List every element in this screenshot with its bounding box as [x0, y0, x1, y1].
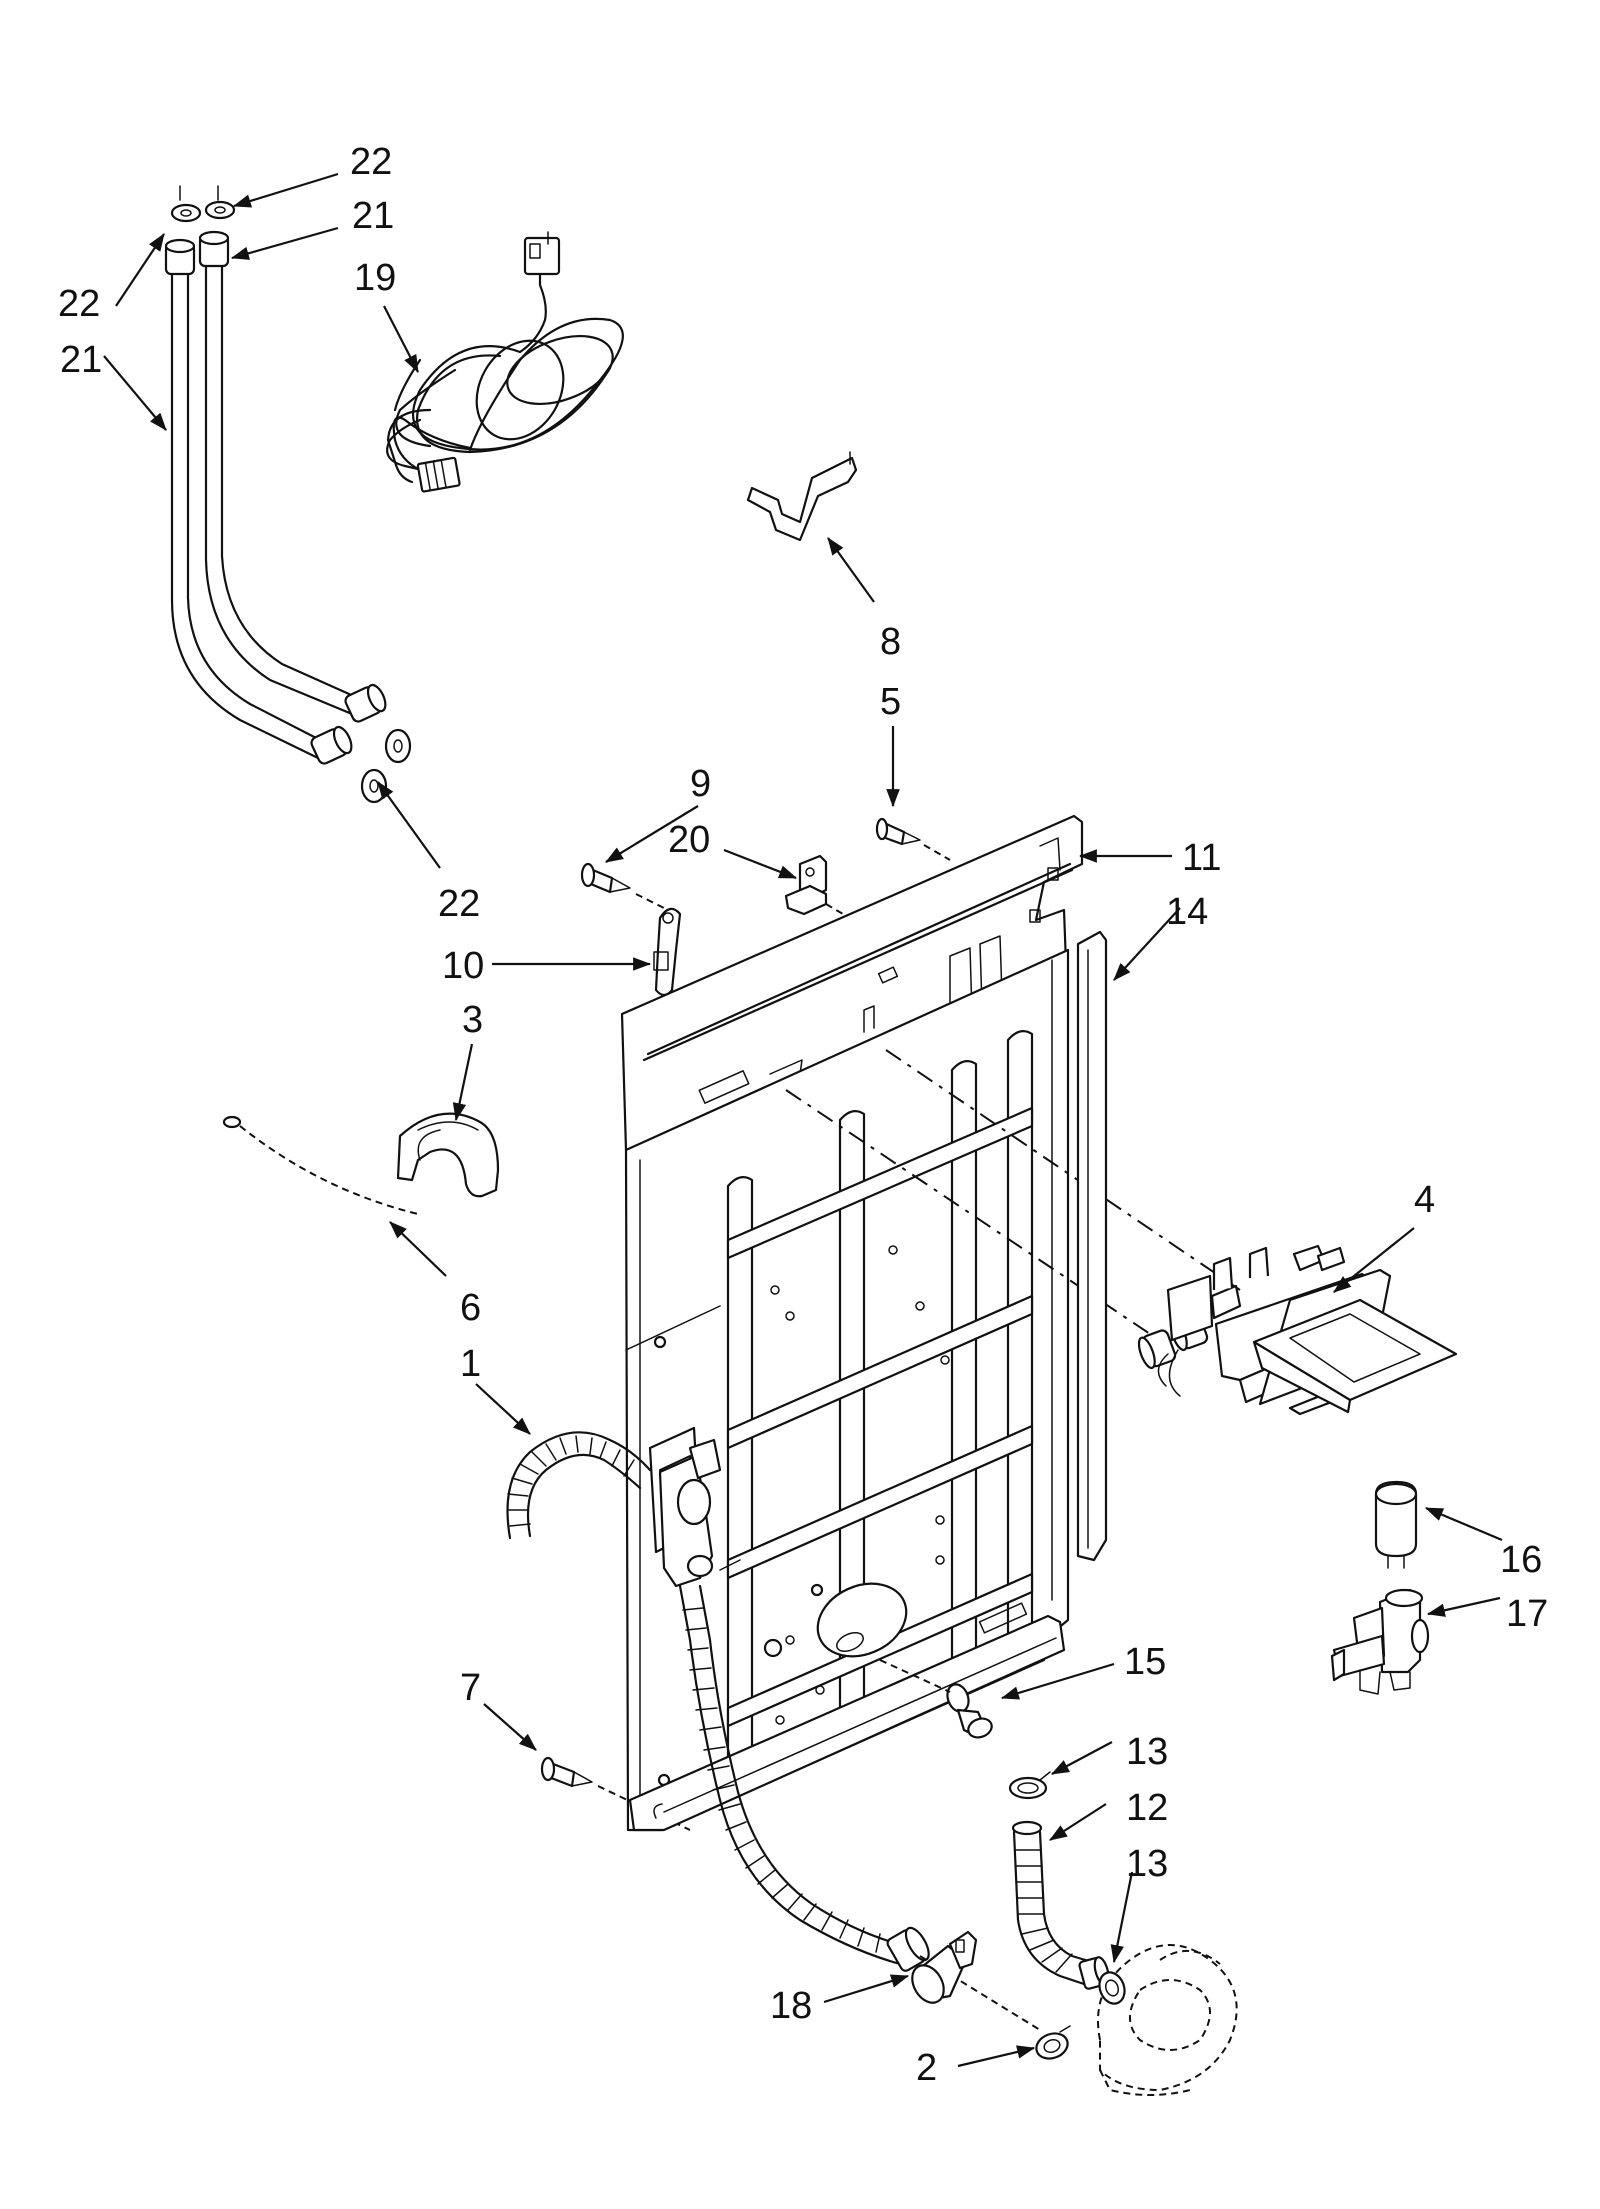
side-rail-part-14: [1076, 930, 1108, 1562]
washer-bottom-left: [360, 768, 388, 804]
grommet-part-3: [396, 1112, 500, 1198]
callout-9: 9: [690, 763, 711, 805]
leader-lines: [103, 172, 1503, 2068]
callout-21-top-left: 21: [60, 339, 102, 381]
bracket-part-8: [746, 451, 858, 542]
plug-part-15: [879, 1659, 993, 1739]
callout-5: 5: [880, 681, 901, 723]
drain-hose-part-1: [506, 1431, 1041, 2031]
screw-part-5: [875, 817, 951, 861]
callout-15: 15: [1124, 1641, 1166, 1683]
pump-outline-dashed: [1097, 1944, 1238, 2096]
inlet-valve-part-4: [1137, 1244, 1458, 1416]
callout-18: 18: [770, 1985, 812, 2027]
callout-1: 1: [460, 1343, 481, 1385]
callout-11: 11: [1182, 837, 1221, 879]
callout-2: 2: [916, 2047, 937, 2089]
clamp-part-13-top: [1008, 1771, 1051, 1800]
inlet-hose-pair: [164, 185, 412, 804]
callout-6: 6: [460, 1287, 481, 1329]
callout-13-bottom: 13: [1126, 1843, 1168, 1885]
callout-16: 16: [1500, 1539, 1542, 1581]
callout-14: 14: [1166, 891, 1208, 933]
callout-labels: 22 21 19 22 21 8 5 9 20 11 22 14 10 3 4 …: [58, 141, 1548, 2089]
callout-8: 8: [880, 621, 901, 663]
capacitor-part-16: [1374, 1480, 1418, 1569]
callout-22-top-right: 22: [350, 141, 392, 183]
callout-20: 20: [668, 819, 710, 861]
drain-opening: [816, 1582, 908, 1658]
callout-3: 3: [462, 999, 483, 1041]
hose-elbow-part-12: [1011, 1820, 1110, 1990]
power-cord: [386, 231, 624, 493]
callout-22-middle: 22: [438, 883, 480, 925]
callout-7: 7: [460, 1667, 481, 1709]
switch-assembly-part-17: [1330, 1588, 1430, 1695]
callout-19: 19: [354, 257, 396, 299]
callout-4: 4: [1414, 1179, 1435, 1221]
callout-12: 12: [1126, 1787, 1168, 1829]
callout-10: 10: [442, 945, 484, 987]
clamp-part-2: [1035, 2025, 1071, 2060]
washer-bottom-right: [384, 728, 412, 764]
callout-21-top-right: 21: [352, 195, 394, 237]
washer-top-left: [170, 203, 202, 223]
washer-top-right: [204, 200, 236, 220]
clamp-part-13-bottom: [1098, 1971, 1126, 2005]
callout-22-top-left: 22: [58, 283, 100, 325]
callout-17: 17: [1506, 1593, 1548, 1635]
screw-part-9: [580, 862, 669, 911]
rear-panel: [620, 814, 1084, 1832]
wire-tie-part-6: [222, 1115, 419, 1215]
callout-13-top: 13: [1126, 1731, 1168, 1773]
clip-part-20: [784, 854, 871, 931]
coupling-part-18: [911, 1930, 978, 2004]
